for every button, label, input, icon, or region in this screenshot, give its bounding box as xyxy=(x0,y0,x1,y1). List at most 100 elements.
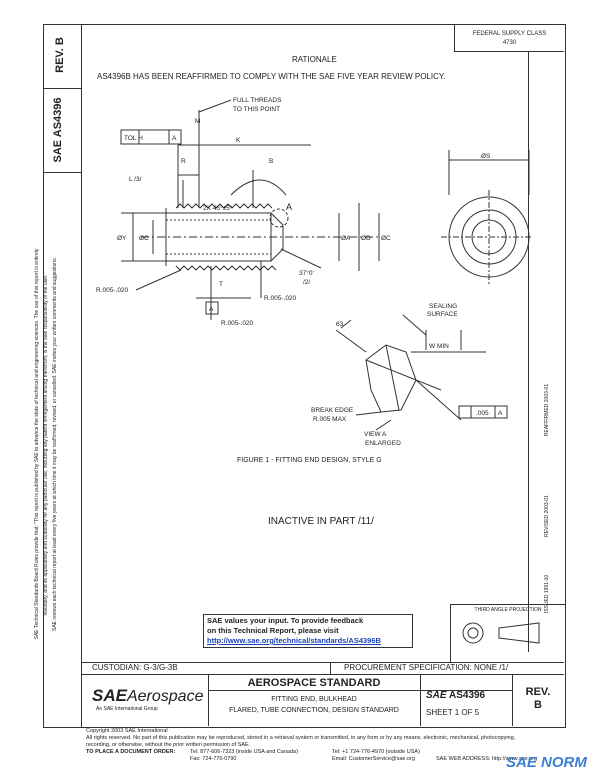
rationale-title: RATIONALE xyxy=(292,55,337,64)
rev-value-bottom: B xyxy=(534,699,542,711)
finish-label: 63 xyxy=(336,321,344,328)
dia-d-label: ØD xyxy=(361,235,371,242)
dia-a-label: ØA xyxy=(341,235,351,242)
view-a-profile xyxy=(365,344,417,413)
doc-number-block: SAE AS4396 xyxy=(426,690,485,701)
dia-s-label: ØS xyxy=(481,153,491,160)
subtitle2: FLARED, TUBE CONNECTION, DESIGN STANDARD xyxy=(229,707,399,714)
divider xyxy=(512,674,513,726)
drawing-frame xyxy=(81,24,566,728)
sae-small-logo: SAE xyxy=(426,690,447,701)
dia-c-right-label: ØC xyxy=(381,235,391,242)
legal-notice-1: SAE Technical Standards Board Rules prov… xyxy=(34,248,40,640)
tolerance-box xyxy=(458,405,508,419)
w-min-label: W MIN xyxy=(429,343,449,350)
tel-intl: Tel: +1 724-776-4970 (outside USA) xyxy=(332,749,420,755)
copyright: Copyright 2003 SAE International xyxy=(86,728,168,734)
right-strip-border xyxy=(528,52,529,652)
sealing-label: SEALING xyxy=(429,303,457,310)
left-column xyxy=(43,24,82,728)
logo-sae: SAE xyxy=(92,686,127,705)
logo-aerospace: Aerospace xyxy=(126,688,204,705)
doc-number: AS4396 xyxy=(52,97,64,138)
enlarged-label: ENLARGED xyxy=(365,440,401,447)
divider xyxy=(43,172,81,173)
divider xyxy=(208,674,209,726)
b-label: B xyxy=(269,158,273,165)
rev-header: REV. B xyxy=(54,37,70,73)
dia-y-label: ØY xyxy=(117,235,127,242)
a-box-label: A xyxy=(209,306,214,313)
doc-number-vertical: SAE AS4396 xyxy=(52,80,68,180)
web-address[interactable]: SAE WEB ADDRESS: http://www.sae.org xyxy=(436,756,538,762)
tol-frame xyxy=(120,129,182,145)
surface-label: SURFACE xyxy=(427,311,458,318)
rights: All rights reserved. No part of this pub… xyxy=(86,735,516,741)
rev-label: REV. xyxy=(54,48,66,73)
rev-block: REV. B xyxy=(512,686,564,712)
angle-note: /2/ xyxy=(303,279,310,286)
order-label: TO PLACE A DOCUMENT ORDER: xyxy=(86,749,176,755)
angle-label: 37°0' xyxy=(299,269,314,277)
rev-label-bottom: REV. xyxy=(525,686,551,698)
sae-norm-watermark: SAE NORM xyxy=(506,754,587,771)
rights2: recording, or otherwise, without the pri… xyxy=(86,742,251,748)
view-a-label: VIEW A xyxy=(364,431,387,438)
email: Email: CustomerService@sae.org xyxy=(332,756,415,762)
feedback-box: SAE values your input. To provide feedba… xyxy=(203,614,413,648)
third-angle-label: THIRD ANGLE PROJECTION xyxy=(474,607,542,613)
reaffirmed-date: REAFFIRMED 2003-01 xyxy=(544,383,550,437)
t-label: T xyxy=(219,281,223,288)
sheet-number: SHEET 1 OF 5 xyxy=(426,708,480,717)
k-label: K xyxy=(236,137,241,144)
divider xyxy=(81,662,564,663)
feedback-link[interactable]: http://www.sae.org/technical/standards/A… xyxy=(207,636,381,645)
sae-aerospace-logo: SAEAerospace An SAE International Group xyxy=(92,686,203,712)
l-label: L /3/ xyxy=(129,176,142,183)
tel-us: Tel: 877-606-7323 (inside USA and Canada… xyxy=(190,749,298,755)
subtitle1: FITTING END, BULKHEAD xyxy=(271,696,357,703)
figure-caption: FIGURE 1 - FITTING END DESIGN, STYLE G xyxy=(237,457,382,464)
r-label: R xyxy=(181,158,186,165)
footer: Copyright 2003 SAE International All rig… xyxy=(86,728,556,749)
standard-title: AEROSPACE STANDARD xyxy=(247,677,381,689)
break-edge-label: BREAK EDGE xyxy=(311,407,354,414)
tol-005-ref: A xyxy=(498,410,503,417)
chamfer-label: 2X 45°±5° xyxy=(203,204,233,212)
tol-a-label: A xyxy=(172,135,177,142)
legal-notice-2: voluntary, and its applicability and sui… xyxy=(43,272,49,616)
tol-005-label: .005 xyxy=(476,410,489,417)
fitting-nose xyxy=(270,212,284,262)
inactive-note: INACTIVE IN PART /11/ xyxy=(268,516,374,527)
legal-notice-3: SAE reviews each technical report at lea… xyxy=(52,257,58,631)
sae-mark: SAE xyxy=(52,137,64,163)
divider xyxy=(420,674,421,726)
full-threads-label: FULL THREADS xyxy=(233,97,282,104)
logo-tagline: An SAE International Group xyxy=(96,706,158,712)
feedback-line1: SAE values your input. To provide feedba… xyxy=(207,616,364,625)
rev-value: B xyxy=(54,37,66,46)
fed-class-line1: FEDERAL SUPPLY CLASS xyxy=(472,31,547,37)
federal-supply-class: FEDERAL SUPPLY CLASS 4730 xyxy=(454,24,564,52)
procurement-spec: PROCUREMENT SPECIFICATION: NONE /1/ xyxy=(344,663,509,672)
fed-class-line2: 4730 xyxy=(502,40,517,46)
to-this-point-label: TO THIS POINT xyxy=(233,106,280,113)
projection-symbol xyxy=(462,622,540,644)
view-letter: A xyxy=(286,202,292,212)
rationale-text: AS4396B HAS BEEN REAFFIRMED TO COMPLY WI… xyxy=(97,72,446,81)
fax: Fax: 724-776-0790 xyxy=(190,756,237,762)
custodian: CUSTODIAN: G-3/G-3B xyxy=(92,663,178,672)
technical-drawing: FULL THREADS TO THIS POINT TOL H A M K R… xyxy=(96,97,531,447)
divider xyxy=(43,88,81,89)
dia-c-left-label: ØC xyxy=(139,235,149,242)
radius-2-label: R.005-.020 xyxy=(264,295,297,302)
third-angle-box: THIRD ANGLE PROJECTION xyxy=(450,604,565,663)
feedback-line2: on this Technical Report, please visit xyxy=(207,626,339,635)
radius-1-label: R.005-.020 xyxy=(96,287,129,294)
break-max-label: R.005 MAX xyxy=(313,416,347,423)
divider xyxy=(81,674,564,675)
radius-3-label: R.005-.020 xyxy=(221,320,254,327)
tol-h-label: TOL H xyxy=(124,135,143,142)
doc-number-title: AS4396 xyxy=(448,690,486,701)
datum-a-box xyxy=(205,301,219,315)
